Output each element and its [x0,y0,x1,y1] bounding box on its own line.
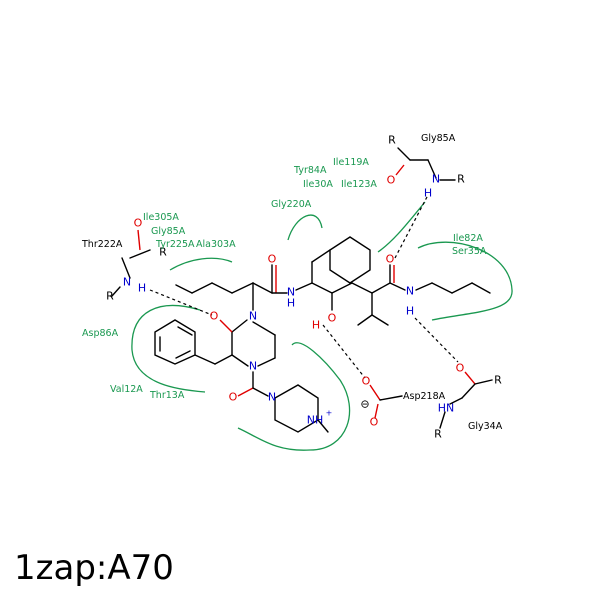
residue-label: Ile305A [143,212,179,223]
atom-o: O [456,362,465,375]
atom-h: H [138,282,146,295]
atom-n: N [287,286,295,299]
atom-r: R [494,374,502,387]
residue-label: Tyr225A [155,239,195,250]
residue-label: Gly85A [151,226,186,237]
residue-label: Tyr84A [293,165,327,176]
atom-o: O [370,416,379,429]
atom-n: N [249,360,257,373]
contact-arc [169,257,233,271]
atom-nh-plus: NH [307,414,324,427]
residue-labels: Ile305A Gly85A Tyr225A Ala303A Tyr84A Il… [81,133,503,432]
atom-o: O [134,217,143,230]
residue-label: Val12A [110,384,143,395]
residue-label: Asp86A [82,328,119,339]
atom-r: R [434,428,442,441]
atom-r: R [388,134,396,147]
atom-labels: O N H O H O N H N N O O N NH + O R N H R… [106,134,502,441]
residue-label: Ser35A [452,246,487,257]
contact-arc [131,304,206,393]
atom-h: H [424,187,432,200]
residue-fragments [111,147,493,429]
contact-arc [287,214,323,241]
atom-o: O [328,312,337,325]
atom-o: O [210,310,219,323]
residue-label: Ile30A [303,179,333,190]
residue-label: Asp218A [403,391,446,402]
contact-arc [237,342,351,451]
atom-n: N [268,391,276,404]
ligand-bonds [154,236,491,433]
residue-label: Gly85A [421,133,456,144]
atom-n: N [406,285,414,298]
atom-hn: HN [438,402,455,415]
atom-r: R [159,246,167,259]
residue-label: Thr222A [81,239,123,250]
atom-h: H [287,297,295,310]
atom-o: O [386,253,395,266]
atom-n: N [432,173,440,186]
charge-minus: ⊖ [360,398,369,411]
atom-r: R [457,173,465,186]
atom-h: H [312,319,320,332]
atom-o: O [362,375,371,388]
contact-arc [377,201,426,253]
hydrogen-bonds [149,194,459,379]
residue-label: Ile82A [453,233,483,244]
residue-label: Thr13A [149,390,185,401]
atom-n: N [249,310,257,323]
residue-label: Gly220A [271,199,312,210]
residue-label: Gly34A [468,421,503,432]
contact-arc [417,241,513,321]
structure-id-title: 1zap:A70 [14,548,174,588]
atom-n: N [123,276,131,289]
residue-label: Ala303A [196,239,236,250]
atom-o: O [387,174,396,187]
charge-plus: + [326,409,333,418]
atom-r: R [106,290,114,303]
residue-label: Ile123A [341,179,377,190]
atom-h: H [406,305,414,318]
residue-label: Ile119A [333,157,369,168]
atom-o: O [268,253,277,266]
atom-o: O [229,391,238,404]
